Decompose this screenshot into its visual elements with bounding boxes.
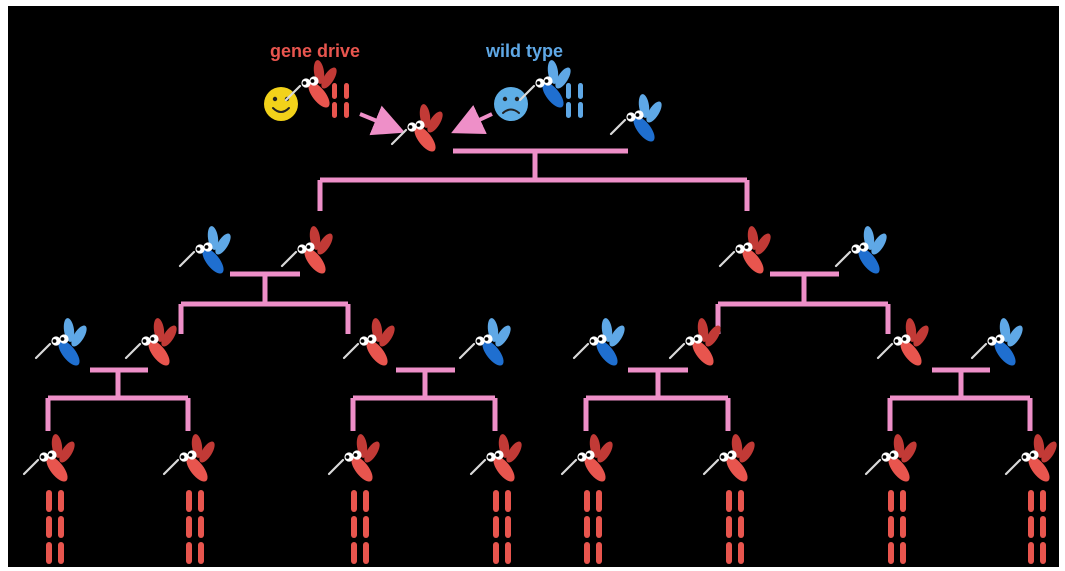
- gen2-mosquito-icon-4: [572, 318, 625, 366]
- offspring-chromosome-pair-icon-0: [46, 490, 64, 564]
- offspring-chromosome-pair-icon-1: [186, 490, 204, 564]
- gen3-mosquito-icon-1: [162, 434, 215, 482]
- gen0-mosquito-icon-0: [390, 104, 443, 152]
- gen2-mosquito-icon-5: [668, 318, 721, 366]
- diagram-frame: gene drive wild type: [8, 6, 1059, 567]
- gen3-mosquito-icon-5: [702, 434, 755, 482]
- arrow-gene-drive: [359, 105, 406, 136]
- gen3-mosquito-icon-2: [327, 434, 380, 482]
- legend-gene-drive-mosquito-icon: [284, 60, 337, 108]
- gen3-mosquito-icon-0: [22, 434, 75, 482]
- gen1-mosquito-icon-1: [280, 226, 333, 274]
- gen0-mosquito-icon-1: [609, 94, 662, 142]
- gen3-mosquito-icon-6: [864, 434, 917, 482]
- gen2-mosquito-icon-0: [34, 318, 87, 366]
- gen2-mosquito-icon-3: [458, 318, 511, 366]
- offspring-chromosome-pair-icon-4: [584, 490, 602, 564]
- offspring-chromosome-pair-icon-5: [726, 490, 744, 564]
- legend-wild-type-chromosome-pair-icon: [566, 83, 583, 118]
- offspring-chromosome-pair-icon-6: [888, 490, 906, 564]
- gen3-mosquito-icon-3: [469, 434, 522, 482]
- gene-drive-label: gene drive: [270, 41, 360, 61]
- wild-type-label: wild type: [485, 41, 563, 61]
- gen1-mosquito-icon-0: [178, 226, 231, 274]
- legend-wild-type-mosquito-icon: [518, 60, 571, 108]
- arrow-wild-type: [451, 105, 493, 135]
- gene-drive-diagram: gene drive wild type: [22, 41, 1057, 564]
- offspring-chromosome-pair-icon-7: [1028, 490, 1046, 564]
- legend-gene-drive-chromosome-pair-icon: [332, 83, 349, 118]
- sad-face-icon: [494, 87, 528, 121]
- gen3-mosquito-icon-7: [1004, 434, 1057, 482]
- offspring-chromosome-pair-icon-2: [351, 490, 369, 564]
- gen1-mosquito-icon-2: [718, 226, 771, 274]
- gen2-mosquito-icon-7: [970, 318, 1023, 366]
- gen2-mosquito-icon-1: [124, 318, 177, 366]
- gen2-mosquito-icon-6: [876, 318, 929, 366]
- gen3-mosquito-icon-4: [560, 434, 613, 482]
- gen2-mosquito-icon-2: [342, 318, 395, 366]
- offspring-chromosome-pair-icon-3: [493, 490, 511, 564]
- gen1-mosquito-icon-3: [834, 226, 887, 274]
